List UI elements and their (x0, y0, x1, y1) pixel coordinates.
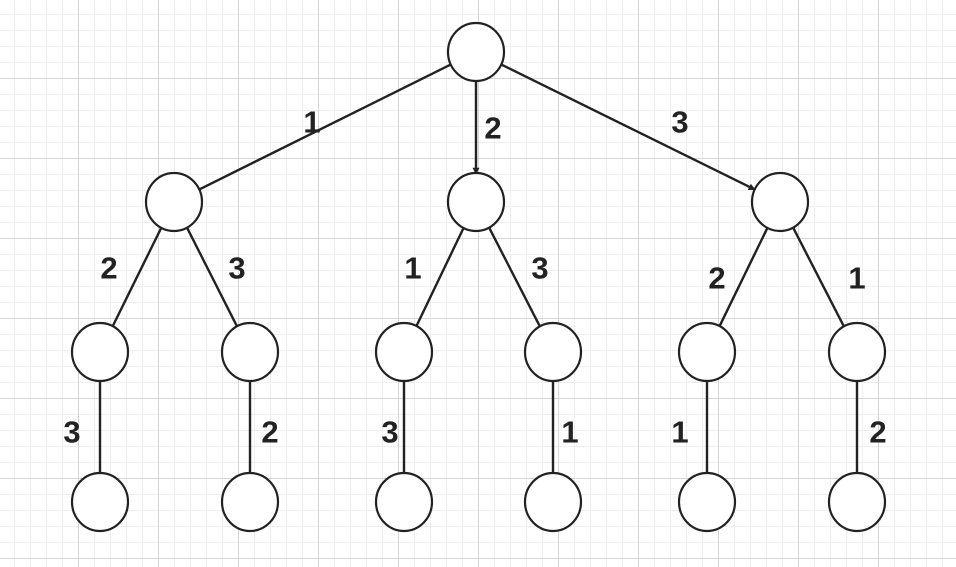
tree-node-a (144, 171, 204, 233)
edge-labels: 1 2 3 2 3 1 3 2 1 3 2 3 1 1 2 (63, 105, 886, 450)
edge-b-b1 (415, 226, 465, 328)
edge-label-root-c: 3 (671, 105, 688, 140)
edge-root-c (500, 63, 756, 191)
edge-label-b-b2: 3 (531, 251, 548, 286)
edge-b-b2 (487, 226, 542, 328)
edge-label-b2-b2x: 1 (561, 415, 578, 450)
tree-node-b (446, 171, 506, 233)
edge-c-c2 (791, 226, 846, 328)
edge-label-c2-c2x: 2 (869, 415, 886, 450)
tree-node-c (750, 171, 810, 233)
edge-root-a (198, 63, 452, 191)
edge-label-b1-b1x: 3 (381, 415, 398, 450)
tree-node-a2x (220, 471, 280, 533)
tree-node-b1x (374, 471, 434, 533)
tree-node-c1x (677, 471, 737, 533)
tree-node-root (446, 21, 506, 83)
edge-c-c1 (718, 226, 769, 328)
edge-label-c1-c1x: 1 (671, 415, 688, 450)
nodes (70, 21, 887, 533)
edge-label-b-b1: 1 (404, 251, 421, 286)
edge-a-a1 (111, 226, 163, 328)
tree-node-b2x (523, 471, 583, 533)
edge-label-c-c2: 1 (848, 261, 865, 296)
edge-label-a-a2: 3 (228, 251, 245, 286)
tree-node-c2x (827, 471, 887, 533)
tree-node-b2 (523, 321, 583, 383)
edge-label-a-a1: 2 (100, 251, 117, 286)
tree-node-a1x (70, 471, 130, 533)
edge-label-a2-a2x: 2 (261, 415, 278, 450)
edge-a-a2 (185, 226, 239, 328)
edge-label-c-c1: 2 (708, 261, 725, 296)
tree-node-c2 (827, 321, 887, 383)
tree-node-b1 (374, 321, 434, 383)
edge-label-a1-a1x: 3 (63, 415, 80, 450)
tree-node-c1 (677, 321, 737, 383)
tree-node-a2 (220, 321, 280, 383)
tree-node-a1 (70, 321, 130, 383)
edge-label-root-b: 2 (484, 111, 501, 146)
edges (98, 63, 859, 474)
edge-label-root-a: 1 (303, 105, 320, 140)
